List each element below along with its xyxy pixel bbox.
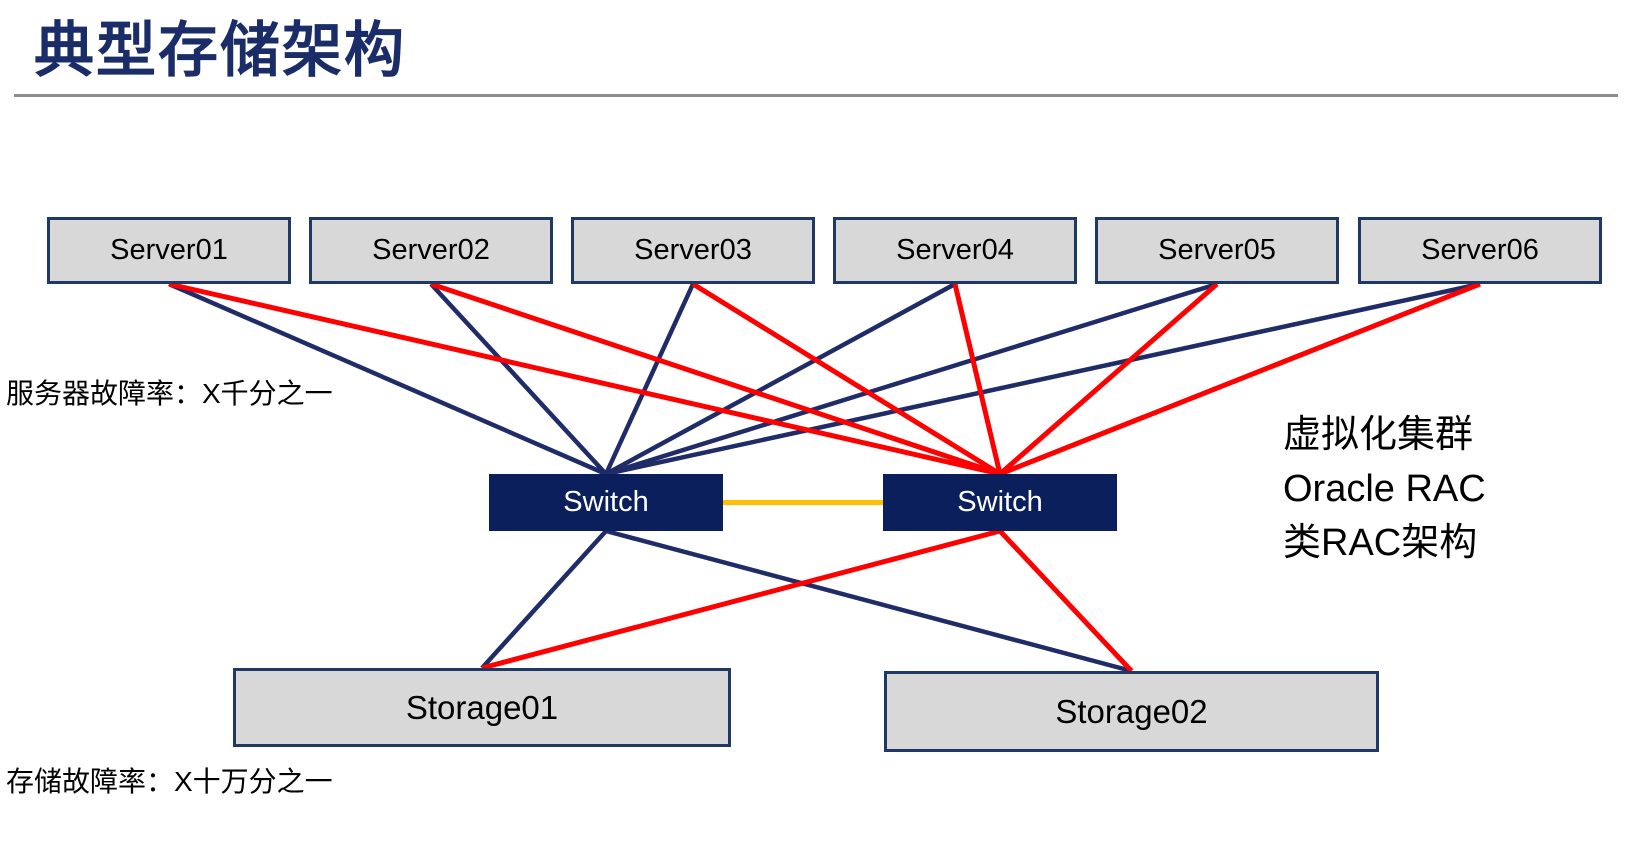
server06-label: Server06 <box>1421 234 1539 266</box>
cluster-note-line2: Oracle RAC <box>1283 468 1486 510</box>
server03-box: Server03 <box>571 217 815 284</box>
link-server02-to-switch-right <box>430 281 1001 477</box>
storage-failure-rate-label: 存储故障率：X十万分之一 <box>6 766 333 797</box>
link-server05-to-switch-left <box>605 281 1218 477</box>
storage02-label: Storage02 <box>1055 692 1208 730</box>
server04-label: Server04 <box>896 234 1014 266</box>
server01-box: Server01 <box>47 217 291 284</box>
storage01-label: Storage01 <box>405 688 559 726</box>
server05-label: Server05 <box>1158 234 1276 266</box>
link-server05-to-switch-right <box>998 282 1219 476</box>
switch-left-box: Switch <box>489 474 723 531</box>
page-title: 典型存储架构 <box>34 17 406 84</box>
link-server04-to-switch-right <box>952 283 1003 475</box>
link-switch-left-to-storage02 <box>605 528 1133 674</box>
link-server02-to-switch-left <box>429 282 608 476</box>
storage01-box: Storage01 <box>233 668 731 747</box>
server03-label: Server03 <box>634 234 752 266</box>
link-switch-right-to-storage02 <box>998 529 1134 673</box>
storage02-box: Storage02 <box>884 671 1379 752</box>
server06-box: Server06 <box>1358 217 1602 284</box>
server05-box: Server05 <box>1095 217 1339 284</box>
title-underline <box>14 94 1618 97</box>
link-switch-right-to-storage01 <box>481 528 1001 671</box>
server-failure-rate-label: 服务器故障率：X千分之一 <box>6 378 333 409</box>
server01-label: Server01 <box>110 234 228 266</box>
switch-right-box: Switch <box>883 474 1117 531</box>
link-switch-left-to-storage01 <box>480 529 608 670</box>
server02-label: Server02 <box>372 234 490 266</box>
switch-right-label: Switch <box>957 486 1043 518</box>
server02-box: Server02 <box>309 217 553 284</box>
cluster-note-line3: 类RAC架构 <box>1283 522 1478 564</box>
link-server03-to-switch-right <box>691 281 1002 477</box>
cluster-note-line1: 虚拟化集群 <box>1283 414 1474 456</box>
server04-box: Server04 <box>833 217 1077 284</box>
link-server03-to-switch-left <box>603 283 696 475</box>
cluster-note: 虚拟化集群 Oracle RAC 类RAC架构 <box>1283 408 1486 570</box>
link-server04-to-switch-left <box>604 282 957 476</box>
switch-left-label: Switch <box>563 486 649 518</box>
